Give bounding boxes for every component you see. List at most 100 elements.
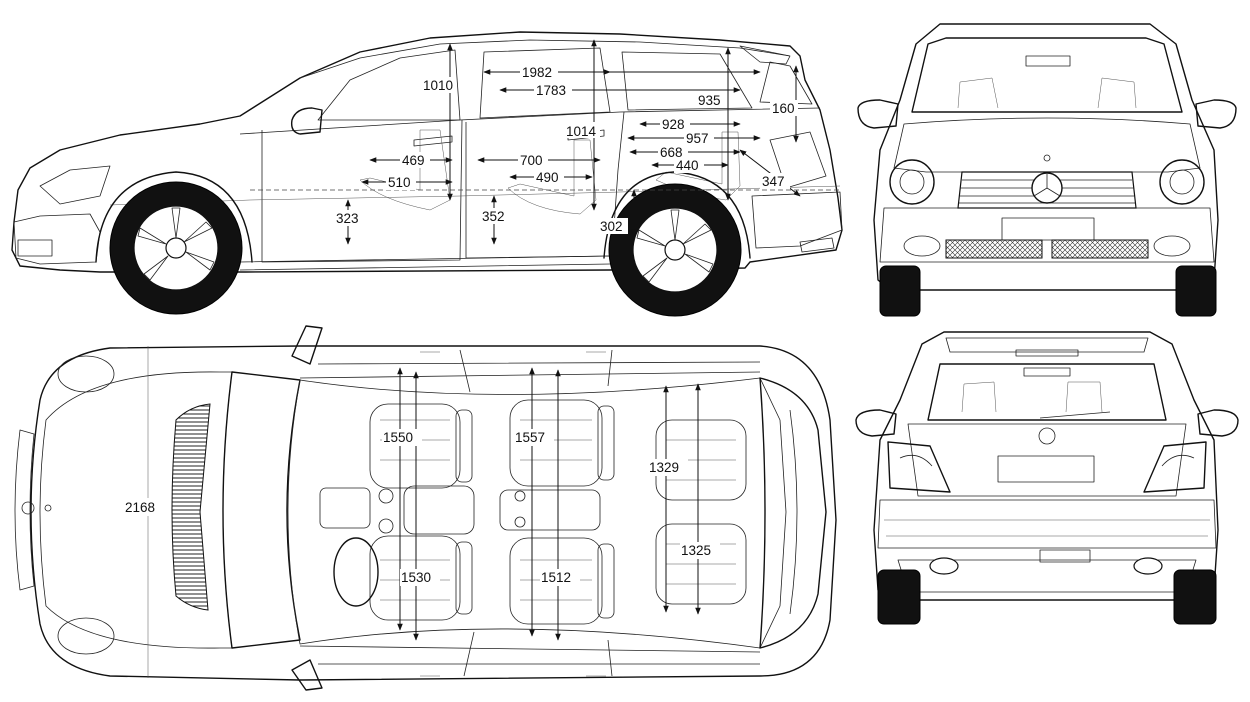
side-rear-bumper [751, 191, 843, 249]
rear-left-tire [877, 569, 921, 625]
top-left-headlamp [57, 355, 115, 393]
front-right-headlamp [1159, 159, 1205, 205]
front-license-plate [1001, 217, 1095, 241]
dim-label-490: 490 [536, 170, 559, 185]
rear-right-mirror [1197, 409, 1239, 437]
dim-label-302: 302 [600, 219, 623, 234]
side-dimensions: 1010 1982 1783 1014 935 160 928 957 [334, 39, 801, 245]
dim-label-347: 347 [762, 174, 785, 189]
front-left-headlamp [889, 159, 935, 205]
side-rear-wheel [608, 183, 742, 317]
top-dimensions: 2168 1550 1557 1329 1325 1530 1512 [124, 346, 720, 678]
front-right-fog-lamp [1153, 235, 1191, 257]
top-roof-panel [317, 361, 761, 665]
side-mirror [290, 107, 323, 135]
front-left-tire [879, 265, 921, 317]
rear-left-mirror [855, 409, 897, 437]
rear-spoiler [945, 337, 1149, 353]
rear-window [927, 363, 1167, 421]
side-front-wheel [109, 181, 243, 315]
rear-tailgate [907, 423, 1187, 497]
side-rear-window [621, 51, 753, 111]
side-middle-window [479, 47, 611, 119]
front-view [857, 23, 1237, 317]
side-sill [239, 255, 611, 271]
rear-view [855, 331, 1239, 625]
front-hood [893, 117, 1201, 173]
dim-label-160: 160 [772, 101, 795, 116]
dim-label-352: 352 [482, 209, 505, 224]
rear-left-exhaust [929, 557, 959, 575]
dim-label-1557: 1557 [515, 430, 545, 445]
front-hood-emblem [1043, 154, 1051, 162]
rear-right-tire [1173, 569, 1217, 625]
front-bumper [879, 207, 1215, 263]
front-right-tire [1175, 265, 1217, 317]
dim-label-323: 323 [336, 211, 359, 226]
rear-wiper [1039, 411, 1111, 419]
side-front-arch [95, 171, 253, 263]
top-roof-rail-left [299, 371, 761, 379]
side-spoiler [739, 45, 791, 65]
front-seats [957, 77, 1137, 109]
top-third-row-seats [655, 419, 747, 605]
front-lower-intake-right [1051, 239, 1149, 259]
dim-label-2168: 2168 [125, 500, 155, 515]
front-lower-intake-left [945, 239, 1043, 259]
dim-label-1550: 1550 [383, 430, 413, 445]
top-left-mirror [291, 325, 323, 365]
dim-label-1783: 1783 [536, 83, 566, 98]
top-center-console [319, 485, 601, 535]
dim-label-700: 700 [520, 153, 543, 168]
rear-emblem-icon [1038, 427, 1056, 445]
dim-label-1530: 1530 [401, 570, 431, 585]
side-quarter-window [759, 61, 813, 105]
top-view [14, 325, 837, 691]
top-right-headlamp [57, 617, 115, 655]
dim-label-1512: 1512 [541, 570, 571, 585]
front-right-mirror [1195, 99, 1237, 129]
dim-label-469: 469 [402, 153, 425, 168]
side-exhaust [799, 237, 835, 253]
dim-label-1010: 1010 [423, 78, 453, 93]
side-front-door [261, 119, 463, 263]
top-front-emblem-icon [21, 501, 35, 515]
rear-right-tail-lamp [1143, 441, 1207, 493]
top-front-grille [14, 429, 35, 591]
dim-label-510: 510 [388, 175, 411, 190]
side-roof-line [299, 39, 791, 79]
side-front-bumper [13, 213, 101, 265]
dim-label-1014: 1014 [566, 124, 597, 139]
side-fog-lamp [17, 239, 53, 257]
top-cowl-vent [171, 403, 211, 611]
dim-label-668: 668 [660, 145, 683, 160]
rear-right-exhaust [1133, 557, 1163, 575]
rear-seats-visible [961, 381, 1103, 413]
dim-label-935: 935 [698, 93, 721, 108]
front-mirror [1025, 55, 1071, 67]
top-roof-rail-right [299, 645, 761, 653]
rear-left-tail-lamp [887, 441, 951, 493]
dim-label-957: 957 [686, 131, 709, 146]
top-tailgate [759, 377, 827, 649]
top-body-outline [30, 345, 837, 681]
rear-bumper [877, 499, 1217, 549]
side-second-seat [507, 139, 597, 215]
dim-label-928: 928 [662, 117, 685, 132]
side-headlamp [39, 165, 111, 205]
side-front-window [317, 49, 461, 121]
dim-label-440: 440 [676, 158, 699, 173]
dim-label-1982: 1982 [522, 65, 552, 80]
dim-label-1325: 1325 [681, 543, 711, 558]
front-left-fog-lamp [903, 235, 941, 257]
rear-brake-light [1015, 349, 1079, 357]
top-right-mirror [291, 659, 323, 691]
top-windshield [222, 371, 301, 649]
side-belt-line [239, 107, 821, 135]
front-left-mirror [857, 99, 899, 129]
dim-label-1329: 1329 [649, 460, 679, 475]
rear-license-plate [997, 455, 1095, 483]
side-front-seat [359, 129, 451, 211]
